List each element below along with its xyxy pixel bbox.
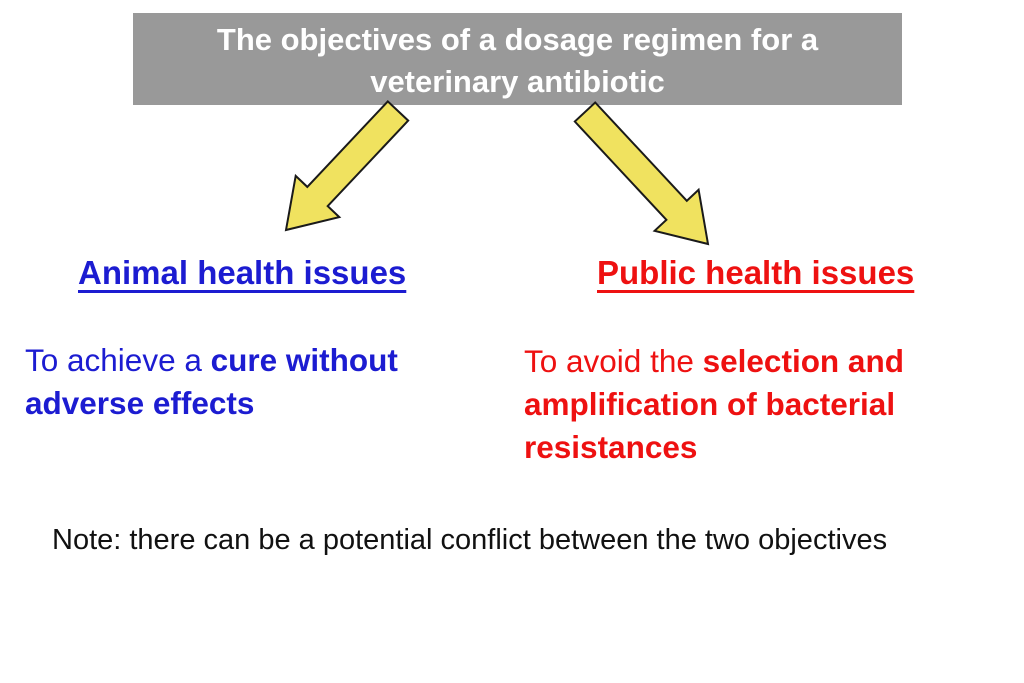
title-banner: The objectives of a dosage regimen for a… (133, 13, 902, 105)
title-line-1: The objectives of a dosage regimen for a (216, 22, 819, 57)
public-body-line1-regular: To avoid the (524, 343, 703, 379)
public-body-line-2: amplification of bacterial (524, 386, 896, 422)
animal-body-line1-bold: cure without (210, 342, 398, 378)
title-line-2: veterinary antibiotic (370, 64, 665, 99)
conflict-note: Note: there can be a potential conflict … (52, 524, 888, 556)
animal-body-line1-regular: To achieve a (25, 342, 211, 378)
down-right-arrow-icon (573, 101, 710, 246)
public-body-line-3: resistances (524, 429, 698, 465)
animal-body-line-2: adverse effects (25, 385, 255, 421)
public-health-heading: Public health issues (597, 254, 915, 291)
animal-health-heading: Animal health issues (78, 254, 407, 291)
animal-health-body: To achieve a cure without adverse effect… (25, 339, 398, 425)
down-left-arrow-icon (284, 99, 410, 232)
public-body-line1-bold: selection and (702, 343, 904, 379)
public-body-line-1: To avoid the selection and (524, 340, 904, 383)
animal-body-line-1: To achieve a cure without (25, 339, 398, 382)
public-health-body: To avoid the selection and amplification… (524, 340, 904, 469)
